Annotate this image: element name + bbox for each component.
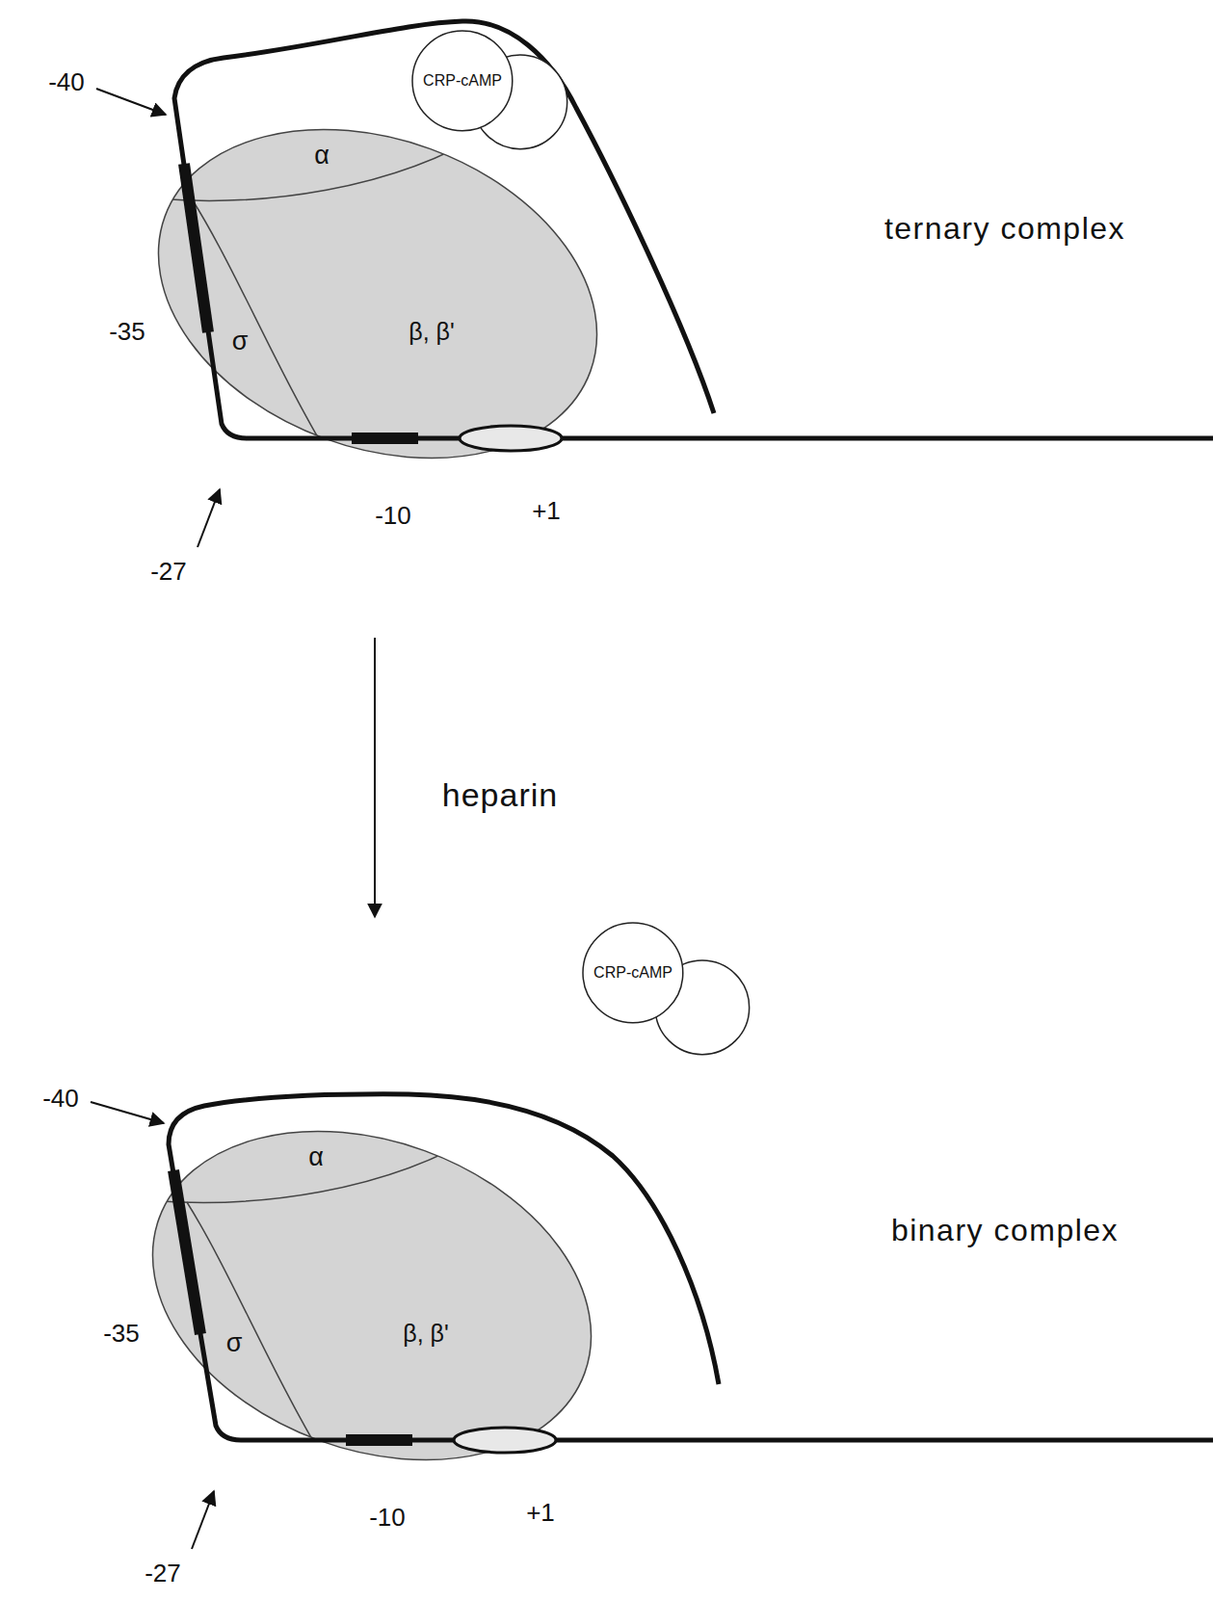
protein-subunit (412, 30, 513, 132)
position-number: -10 (374, 501, 412, 530)
protein-name: CRP-cAMP (422, 72, 502, 90)
protein-circle: CRP-cAMP (580, 920, 753, 1058)
polymerase-body (105, 1073, 637, 1518)
subunit-region: α (308, 136, 336, 175)
position-number: -27 (144, 1559, 182, 1588)
position-number: -10 (369, 1503, 406, 1532)
subunit-region: α (302, 1138, 330, 1177)
promoter-box (184, 163, 209, 333)
protein-subunit (582, 922, 684, 1024)
protein-name: CRP-cAMP (593, 964, 673, 982)
position-number: +1 (531, 497, 561, 526)
start-site (453, 1427, 556, 1453)
protein-circle: CRP-cAMP (409, 27, 571, 153)
subunit-region: β, β' (396, 1316, 454, 1352)
binary-complex-figure (90, 1073, 1213, 1550)
position-number: +1 (526, 1499, 555, 1528)
subunit-name: β, β' (408, 317, 454, 346)
position-number: -35 (108, 317, 146, 346)
position-arrow (96, 88, 166, 115)
subunit-name: α (308, 1142, 324, 1173)
position-arrow (197, 489, 220, 548)
subunit-boundary (129, 1117, 505, 1203)
protein-outline (409, 27, 571, 153)
subunit-name: σ (226, 1328, 243, 1359)
position-number: -27 (150, 557, 187, 586)
complex-label: ternary complex (884, 211, 1126, 246)
subunit-region: σ (226, 322, 255, 361)
position-number: -40 (42, 1084, 80, 1113)
subunit-name: β, β' (402, 1319, 449, 1348)
promoter-box (345, 1434, 413, 1447)
protein-outline (580, 920, 753, 1058)
reaction-arrow (373, 637, 376, 918)
subunit-region: σ (220, 1324, 249, 1363)
position-number: -40 (48, 68, 85, 97)
ternary-complex-figure (96, 21, 1213, 548)
dna-strand (168, 1094, 1213, 1441)
position-number: -35 (103, 1319, 140, 1348)
start-site (459, 425, 562, 451)
subunit-region: β, β' (402, 314, 460, 350)
polymerase-body (111, 71, 643, 516)
subunit-name: α (314, 140, 330, 171)
reagent-label: heparin (442, 777, 558, 814)
subunit-boundary (186, 1202, 327, 1465)
dna-strand (174, 21, 1213, 439)
promoter-box (351, 432, 419, 445)
position-arrow (191, 1491, 214, 1550)
complex-label: binary complex (891, 1213, 1119, 1248)
position-arrow (90, 1102, 164, 1124)
promoter-box (173, 1170, 201, 1335)
subunit-name: σ (232, 326, 249, 357)
